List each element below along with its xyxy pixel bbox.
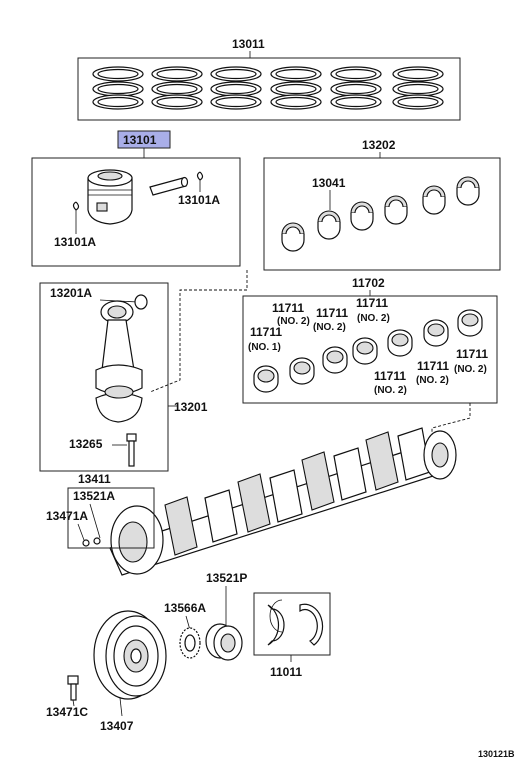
main-bearing-box <box>242 295 498 404</box>
label-13201a[interactable]: 13201A <box>50 286 92 300</box>
label-13471c[interactable]: 13471C <box>46 705 88 719</box>
label-13041[interactable]: 13041 <box>312 176 346 190</box>
key-pin-icon <box>82 537 101 547</box>
label-11011[interactable]: 11011 <box>270 665 302 679</box>
piston-box <box>31 157 241 267</box>
label-11711-d[interactable]: 11711 <box>250 325 282 339</box>
snap-ring-right-icon <box>196 171 204 181</box>
label-11711-e-no: (NO. 2) <box>416 375 449 386</box>
label-11711-f[interactable]: 11711 <box>456 347 488 361</box>
label-13101a-left[interactable]: 13101A <box>54 235 96 249</box>
label-11711-g[interactable]: 11711 <box>374 369 406 383</box>
label-11711-c-no: (NO. 2) <box>357 313 390 324</box>
label-13201[interactable]: 13201 <box>174 400 208 414</box>
label-13407[interactable]: 13407 <box>100 719 134 733</box>
label-11711-e[interactable]: 11711 <box>417 359 449 373</box>
label-13471a[interactable]: 13471A <box>46 509 88 523</box>
label-13011[interactable]: 13011 <box>232 37 265 51</box>
connecting-rod-icon <box>95 300 143 423</box>
label-11711-b-no: (NO. 2) <box>313 322 346 333</box>
label-13521a[interactable]: 13521A <box>73 489 115 503</box>
thrust-washer-icon <box>267 599 324 646</box>
label-13202[interactable]: 13202 <box>362 138 396 152</box>
label-13411[interactable]: 13411 <box>78 472 111 486</box>
label-11711-g-no: (NO. 2) <box>374 385 407 396</box>
label-13101[interactable]: 13101 <box>123 133 157 147</box>
bushing-icon <box>134 294 148 310</box>
pulley-bolt-icon <box>67 675 79 701</box>
piston-icon <box>87 169 133 225</box>
label-11702[interactable]: 11702 <box>352 276 385 290</box>
piston-ring-set-icon <box>92 66 444 110</box>
crank-pulley-icon <box>93 610 167 700</box>
label-11711-f-no: (NO. 2) <box>454 364 487 375</box>
rod-bearing-shells-icon <box>281 176 480 252</box>
label-11711-b[interactable]: 11711 <box>316 306 348 320</box>
crank-gear-icon <box>205 623 243 661</box>
label-11711-c[interactable]: 11711 <box>356 296 388 310</box>
gear-ring-icon <box>179 627 201 659</box>
main-bearing-shells-icon <box>253 309 483 393</box>
label-11711-a[interactable]: 11711 <box>272 301 304 315</box>
nose-parts-box <box>67 487 155 549</box>
piston-rings-box <box>77 57 461 121</box>
rod-bolt-icon <box>126 433 137 467</box>
snap-ring-left-icon <box>72 201 80 211</box>
piston-pin-icon <box>149 176 189 196</box>
crankshaft-icon <box>109 427 457 576</box>
label-11711-d-no: (NO. 1) <box>248 342 281 353</box>
diagram-code: 130121B <box>478 749 515 759</box>
rod-bearing-box <box>263 157 501 271</box>
label-13566a[interactable]: 13566A <box>164 601 206 615</box>
label-13265[interactable]: 13265 <box>69 437 103 451</box>
thrust-washer-box <box>253 592 331 656</box>
label-13101a-right[interactable]: 13101A <box>178 193 220 207</box>
label-13521p[interactable]: 13521P <box>206 571 247 585</box>
conrod-box <box>39 282 169 472</box>
label-11711-a-no: (NO. 2) <box>277 316 310 327</box>
